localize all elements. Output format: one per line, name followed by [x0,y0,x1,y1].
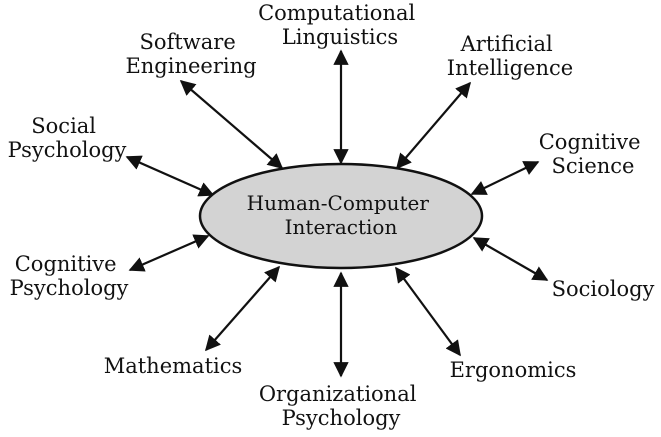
arrow-cognitive-psychology [128,234,210,272]
label-social-psychology: Social Psychology [8,114,127,162]
label-line: Ergonomics [450,358,577,382]
center-label: Human-Computer Interaction [247,191,436,239]
label-sociology: Sociology [552,277,655,301]
label-line: Mathematics [104,354,243,378]
arrow-social-psychology [125,155,215,197]
arrow-mathematics [204,265,281,352]
label-line: Science [551,154,634,178]
label-line: Cognitive [539,130,641,154]
label-organizational-psychology: Organizational Psychology [259,382,423,430]
label-artificial-intelligence: Artificial Intelligence [447,32,573,80]
label-line: Artificial [460,32,553,56]
label-line: Cognitive [15,252,117,276]
label-line: Social [31,114,96,138]
label-line: Computational [258,1,415,25]
arrow-artificial-intelligence [395,81,472,170]
label-mathematics: Mathematics [104,354,243,378]
center-node: Human-Computer Interaction [198,162,484,270]
center-ellipse [198,162,484,270]
label-line: Psychology [8,138,127,162]
label-line: Engineering [125,54,256,78]
discipline-labels: Computational Linguistics Software Engin… [8,1,655,430]
center-label-line-1: Human-Computer [247,191,430,215]
label-software-engineering: Software Engineering [125,30,256,78]
label-line: Sociology [552,277,655,301]
label-line: Intelligence [447,56,573,80]
center-label-line-2: Interaction [285,215,398,239]
arrow-ergonomics [395,266,461,357]
label-computational-linguistics: Computational Linguistics [258,1,422,49]
arrow-software-engineering [179,79,284,170]
label-cognitive-science: Cognitive Science [539,130,648,178]
label-line: Linguistics [282,25,398,49]
label-line: Psychology [282,406,401,430]
label-line: Software [140,30,236,54]
label-cognitive-psychology: Cognitive Psychology [10,252,129,300]
connectors [125,49,549,378]
arrow-sociology [472,237,549,281]
arrow-cognitive-science [470,161,540,195]
label-line: Organizational [259,382,417,406]
label-ergonomics: Ergonomics [450,358,577,382]
label-line: Psychology [10,276,129,300]
